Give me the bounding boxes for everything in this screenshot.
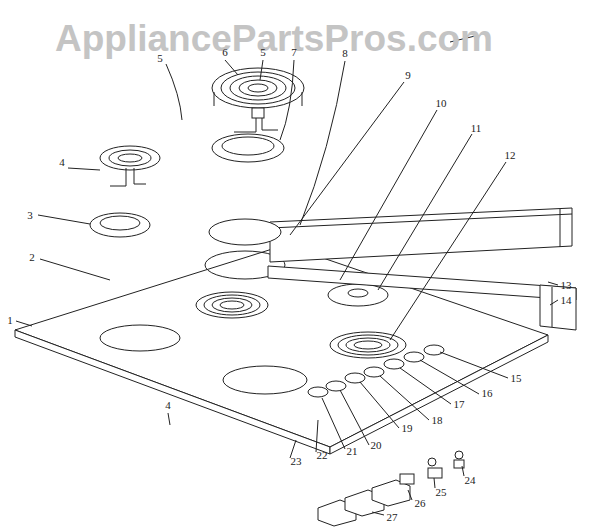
callout-number: 14: [561, 295, 572, 306]
callout-number: 16: [482, 388, 493, 399]
callout-number: 4: [165, 400, 171, 411]
callout-number: 23: [291, 456, 302, 467]
callout-number: 5: [260, 47, 266, 58]
callout-number: 22: [317, 450, 328, 461]
callout-number: 7: [291, 47, 297, 58]
callout-number: 2: [29, 252, 35, 263]
callout-number: 27: [387, 512, 398, 523]
callout-number: 26: [415, 498, 426, 509]
callout-number: 18: [432, 415, 443, 426]
callout-number: 3: [27, 210, 33, 221]
callout-number: 12: [505, 150, 516, 161]
watermark: AppliancePartsPros.com: [55, 20, 493, 57]
callout-number: 15: [511, 373, 522, 384]
callout-number: 4: [59, 157, 65, 168]
callout-number: 11: [471, 123, 482, 134]
callout-number: 19: [402, 423, 413, 434]
callout-number: 10: [436, 98, 447, 109]
callout-number: 21: [347, 446, 358, 457]
callout-number: 5: [157, 53, 163, 64]
callout-number: 25: [436, 487, 447, 498]
callout-number: 24: [465, 475, 476, 486]
callout-number: 8: [342, 48, 348, 59]
callout-number: 13: [561, 280, 572, 291]
callout-number: 9: [405, 70, 411, 81]
callout-number: 20: [371, 440, 382, 451]
callout-number: 17: [454, 399, 465, 410]
callout-number: 6: [222, 47, 228, 58]
callout-number: 1: [7, 315, 13, 326]
